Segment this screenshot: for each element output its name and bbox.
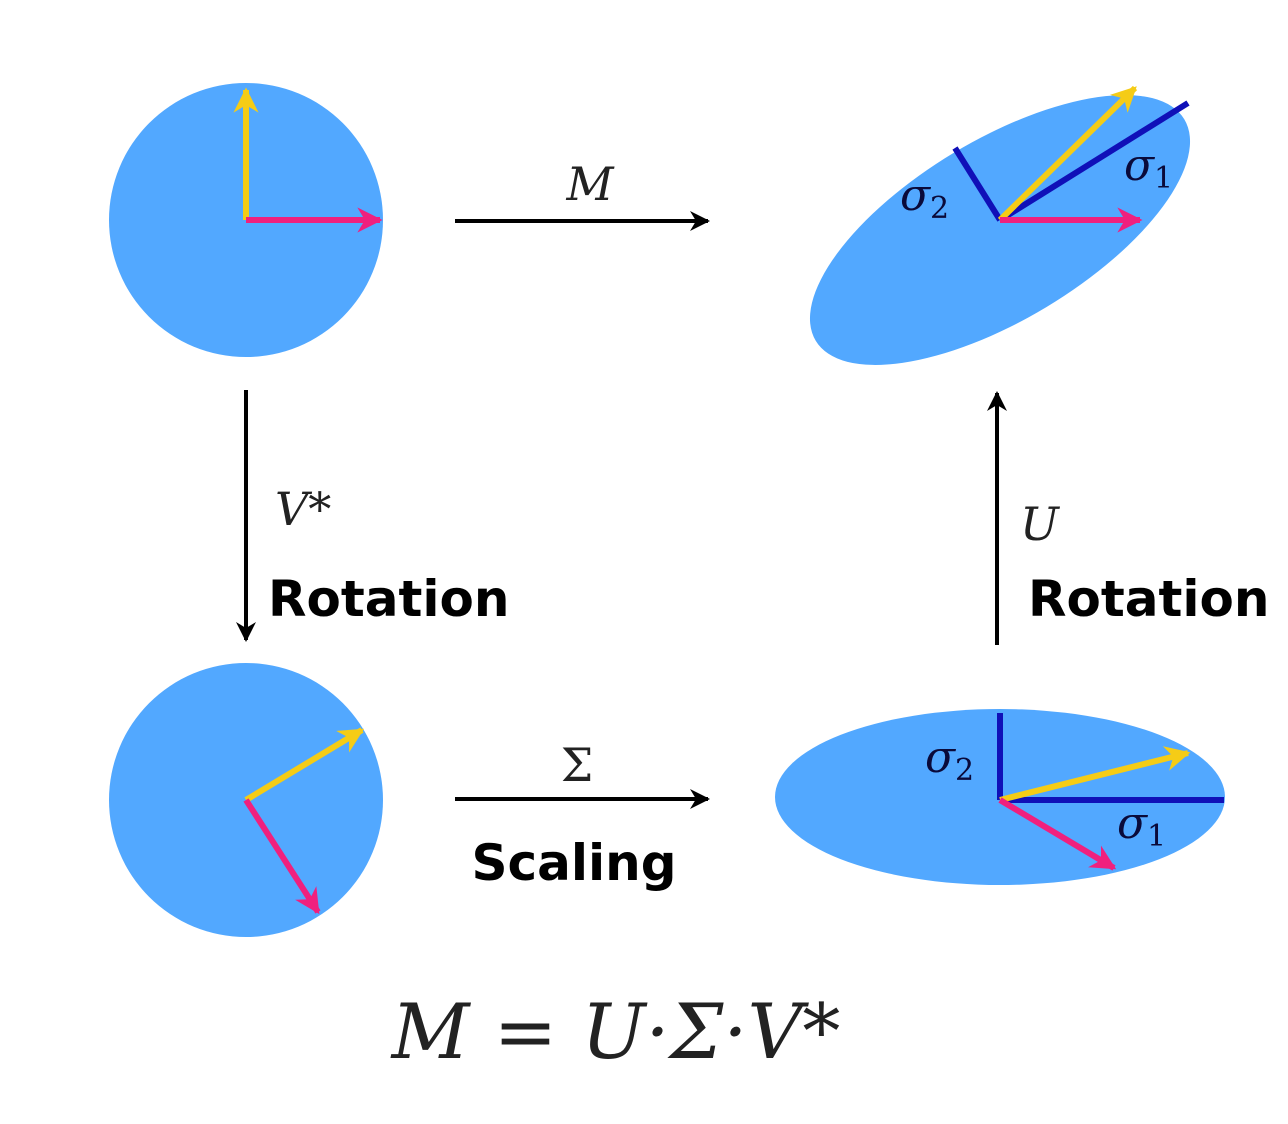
- ellipse-scaled-group: σ2 σ1: [775, 709, 1225, 885]
- equation: M = U·Σ·V*: [390, 987, 841, 1076]
- yellow-vector-top-right: [997, 85, 1138, 223]
- sigma2-label-bottom: σ2: [925, 732, 974, 788]
- yellow-vector-bottom-right: [999, 746, 1191, 803]
- label-sigma: Σ: [561, 738, 594, 792]
- sigma2-label-top: σ2: [900, 170, 949, 226]
- ellipse-top-right: [809, 95, 1191, 365]
- label-rotation-left: Rotation: [268, 570, 509, 628]
- pink-vector-bottom-left: [243, 798, 321, 915]
- ellipse-result-group: σ1 σ2: [809, 85, 1191, 365]
- pink-vector-bottom-right: [998, 797, 1117, 871]
- label-v-star: V*: [275, 482, 331, 536]
- circle-original-group: [109, 83, 383, 357]
- label-u: U: [1020, 497, 1061, 551]
- circle-rotated-group: [109, 663, 383, 937]
- label-scaling: Scaling: [471, 834, 676, 892]
- label-m: M: [565, 157, 615, 211]
- sigma1-label-bottom: σ1: [1117, 798, 1166, 854]
- label-rotation-right: Rotation: [1028, 570, 1269, 628]
- sigma2-axis-top: [952, 146, 1003, 222]
- sigma1-axis-top: [998, 100, 1190, 223]
- yellow-vector-bottom-left: [244, 727, 365, 803]
- sigma1-label-top: σ1: [1124, 140, 1173, 196]
